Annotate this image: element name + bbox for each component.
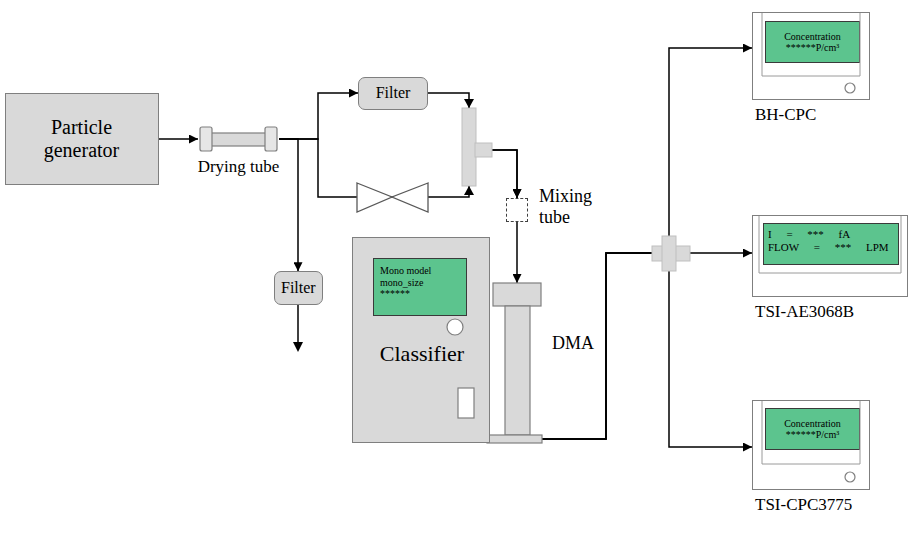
instrument-box: BH-CPCConcentration ******P/cm³: [752, 12, 870, 100]
dma-base: [487, 435, 542, 443]
node-label: Classifier: [353, 341, 491, 366]
flow-connector: [542, 48, 752, 439]
tee-fitting: [462, 108, 476, 186]
valve-symbol: [357, 183, 392, 212]
display-screen: Concentration ******P/cm³: [765, 408, 860, 450]
knob: [447, 319, 463, 335]
screen-readout: Mono model mono_size ******: [380, 265, 444, 300]
tee-fitting: [475, 143, 492, 157]
flow-connector: [428, 93, 517, 198]
flow-connector: [542, 253, 752, 439]
tube-flange: [200, 127, 212, 151]
screen-readout: Concentration ******P/cm³: [773, 418, 853, 441]
screen-readout: I = *** fA FLOW = *** LPM: [768, 228, 892, 253]
node-label: Drying tube: [198, 157, 280, 177]
node-label: DMA: [552, 333, 594, 354]
device-frame: [762, 13, 860, 76]
drying-tube-body: [210, 133, 267, 146]
display-screen: Mono model mono_size ******: [373, 258, 467, 316]
flow-connector: [542, 253, 752, 447]
mixing-tube: Mixing tube: [506, 198, 528, 222]
device-frame: [759, 216, 901, 273]
instrument-box: TSI-CPC3775Concentration ******P/cm³: [752, 400, 870, 490]
panel-slot: [458, 388, 474, 418]
node-label: Filter: [376, 84, 411, 102]
device-frame: [762, 401, 860, 464]
node-label: Particle generator: [12, 116, 151, 162]
arrow-head: [464, 186, 474, 195]
tube-flange: [265, 127, 277, 151]
tee-fitting: [662, 236, 676, 271]
dma-cap: [493, 283, 541, 306]
classifier-box: Classifier Mono model mono_size ******: [352, 237, 490, 443]
valve-symbol: [392, 183, 428, 212]
flow-connector: [279, 93, 358, 139]
dma-column: DMA: [487, 283, 542, 443]
flow-connector: [516, 222, 518, 283]
generator-box: Particle generator: [5, 93, 159, 185]
display-screen: I = *** fA FLOW = *** LPM: [763, 223, 899, 265]
arrow-head: [293, 342, 303, 352]
instrument-box: TSI-AE3068BI = *** fA FLOW = *** LPM: [752, 215, 908, 297]
knob: [845, 83, 855, 93]
drying-tube: Drying tube: [198, 127, 279, 151]
flow-connector: [279, 139, 517, 198]
display-screen: Concentration ******P/cm³: [765, 21, 860, 63]
node-label: TSI-AE3068B: [755, 302, 854, 322]
flow-connector: [159, 138, 199, 140]
node-label: BH-CPC: [755, 105, 816, 125]
arrow-head: [464, 99, 474, 108]
node-label: TSI-CPC3775: [755, 495, 852, 515]
node-label: Mixing tube: [539, 186, 603, 227]
knob: [845, 472, 855, 482]
filter-box: Filter: [358, 77, 428, 110]
screen-readout: Concentration ******P/cm³: [773, 31, 853, 54]
exhaust-line: [297, 303, 299, 343]
flow-connector: [279, 139, 298, 271]
node-label: Filter: [281, 279, 315, 297]
filter-box: Filter: [274, 271, 323, 304]
dma-column: [505, 306, 530, 435]
